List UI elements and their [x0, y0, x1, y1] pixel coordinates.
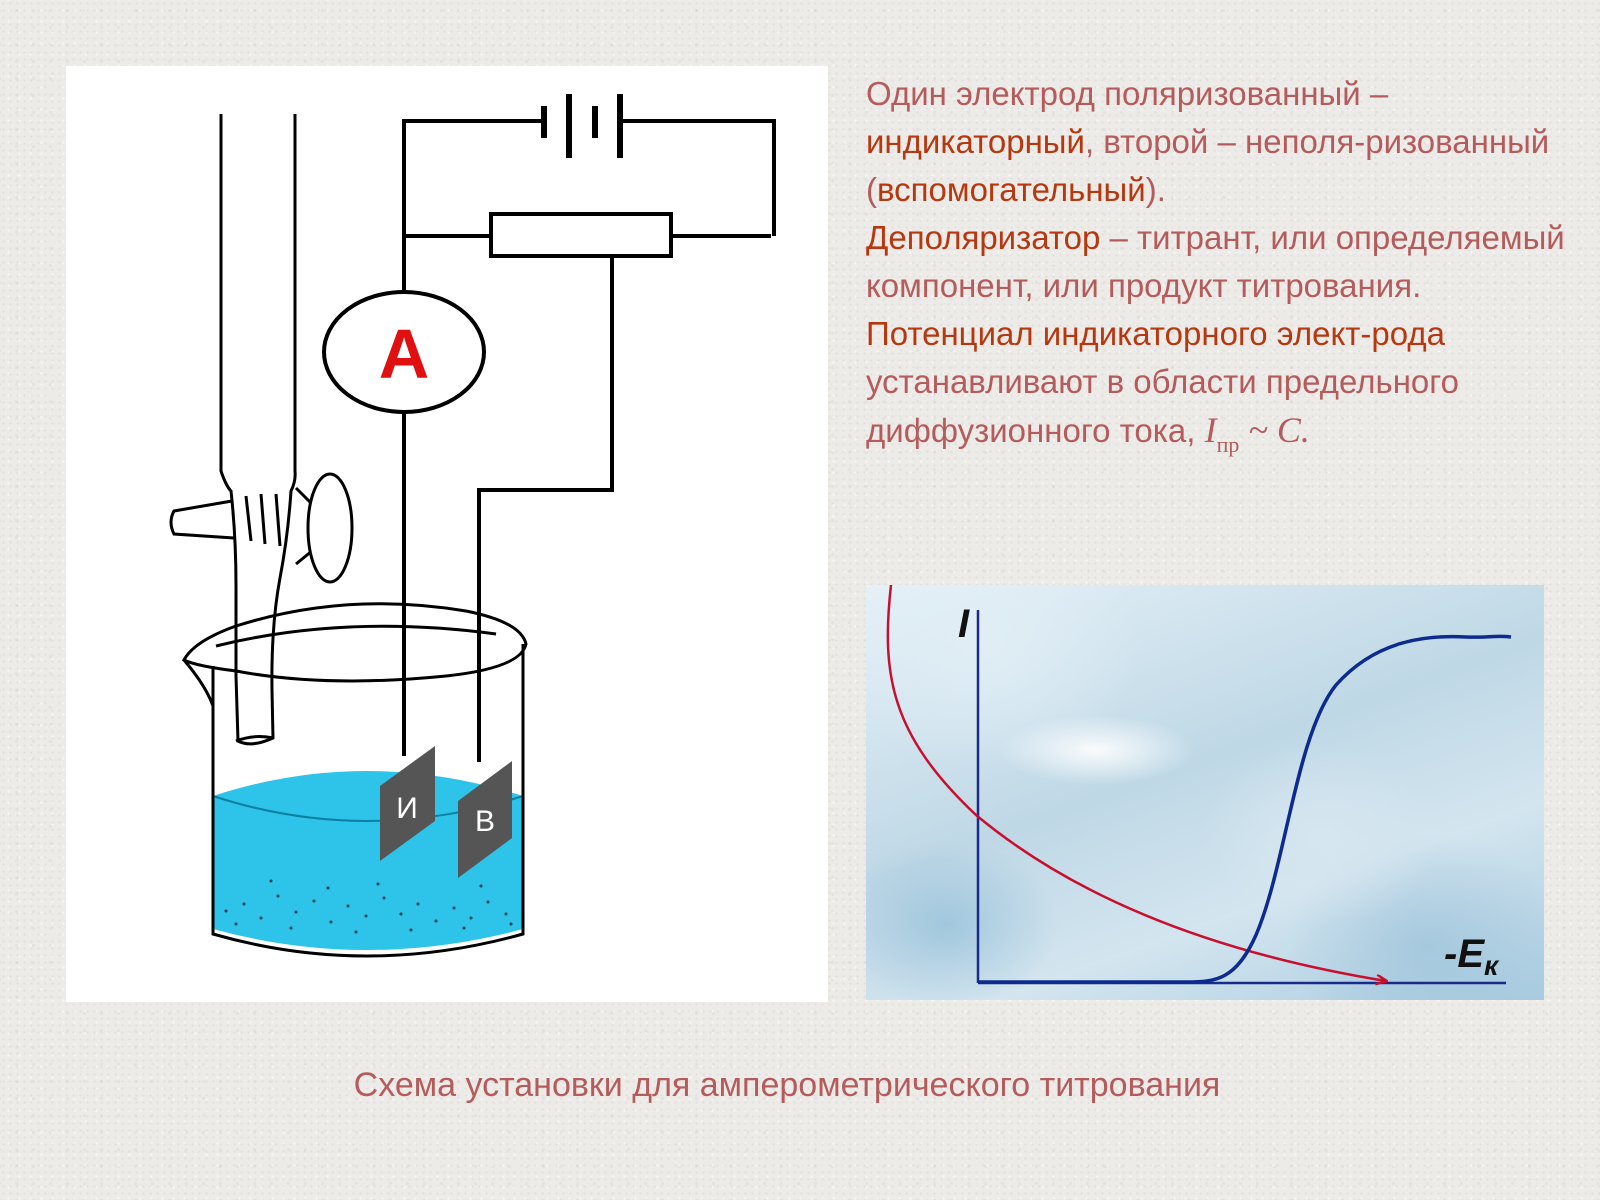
paragraph-potential: Потенциал индикаторного элект-рода устан…: [866, 310, 1566, 469]
y-axis-label: I: [958, 602, 970, 646]
beaker: [181, 602, 528, 958]
rheostat: [489, 212, 673, 258]
caption-text: Схема установки для амперометрического т…: [353, 1066, 1221, 1104]
graph-svg: I -Eк: [886, 585, 1512, 1000]
text-span: , второй – неполя-ризованный (: [866, 123, 1550, 208]
x-axis-label-sub: к: [1484, 950, 1500, 981]
term-auxiliary: вспомогательный: [877, 171, 1146, 208]
apparatus-svg: A И В: [169, 94, 776, 958]
ammeter: [322, 290, 486, 414]
text-span: устанавливают в области предельного дифф…: [866, 363, 1459, 449]
voltammetry-graph: I -Eк: [866, 585, 1544, 1000]
text-span: ).: [1145, 171, 1166, 208]
sediment-dots: [224, 879, 513, 934]
ammeter-label: A: [379, 315, 430, 393]
apparatus-diagram: A И В: [66, 66, 828, 1002]
paragraph-electrodes: Один электрод поляризованный – индикатор…: [866, 70, 1566, 214]
auxiliary-electrode: [458, 761, 512, 878]
formula-subscript: пр: [1216, 432, 1240, 457]
formula-rest: ~ C.: [1239, 410, 1310, 450]
term-indicator: индикаторный: [866, 123, 1085, 160]
blue-curve: [978, 634, 1512, 984]
text-span: – титрант, или определяемый компонент, и…: [866, 219, 1565, 304]
text-span: Один электрод поляризованный –: [866, 75, 1389, 112]
x-axis-label-main: -E: [1444, 932, 1485, 976]
battery: [541, 94, 623, 158]
formula-current: I: [1204, 410, 1217, 450]
description-text: Один электрод поляризованный – индикатор…: [866, 70, 1566, 469]
term-depolarizer: Деполяризатор: [866, 219, 1101, 256]
term-potential: Потенциал индикаторного элект-рода: [866, 315, 1445, 352]
paragraph-depolarizer: Деполяризатор – титрант, или определяемы…: [866, 214, 1566, 310]
burette: [169, 114, 354, 746]
red-curve: [886, 585, 1386, 981]
caption: Схема установки для амперометрического т…: [0, 1066, 1600, 1105]
indicator-electrode: [380, 746, 435, 861]
x-axis-label: -Eк: [1444, 932, 1500, 981]
circuit-wires: [402, 119, 776, 762]
indicator-electrode-label: И: [396, 792, 418, 825]
auxiliary-electrode-label: В: [475, 805, 495, 838]
